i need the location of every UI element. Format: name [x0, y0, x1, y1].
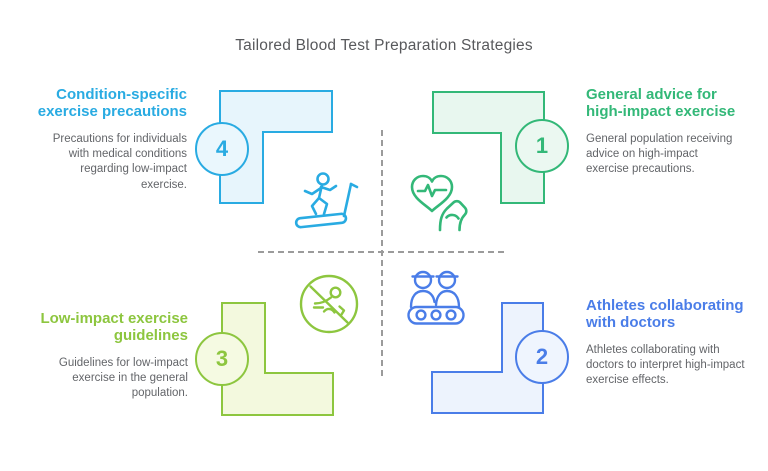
quadrant-top-right-text: General advice for high-impact exercise …: [586, 86, 748, 178]
quadrant-heading: Low-impact exercise guidelines: [40, 310, 188, 345]
quadrant-description: Precautions for individuals with medical…: [52, 132, 187, 191]
l-shape-top-left: [219, 90, 333, 204]
quadrant-bottom-left-text: Low-impact exercise guidelines Guideline…: [24, 310, 188, 402]
quadrant-top-left-text: Condition-specific exercise precautions …: [22, 86, 187, 193]
l-shape-bottom-left: [221, 302, 334, 416]
step-number-badge-1: 1: [515, 119, 569, 173]
step-number-label: 1: [535, 133, 549, 158]
l-shape-top-right: [432, 91, 545, 204]
step-number-badge-3: 3: [195, 332, 249, 386]
divider-vertical-dashed-line: [381, 130, 383, 377]
heart-pulse-bicep-icon: [407, 172, 471, 234]
page-title: Tailored Blood Test Preparation Strategi…: [235, 37, 533, 54]
quadrant-description: Guidelines for low-impact exercise in th…: [58, 356, 188, 400]
step-number-label: 2: [535, 344, 549, 369]
quadrant-heading: Athletes collaborating with doctors: [586, 297, 744, 332]
doctors-collaboration-icon: [403, 265, 469, 331]
quadrant-bottom-right-text: Athletes collaborating with doctors Athl…: [586, 297, 756, 389]
step-number-label: 3: [215, 346, 229, 371]
no-floor-exercise-icon: [297, 272, 361, 336]
quadrant-heading: General advice for high-impact exercise: [586, 86, 736, 121]
treadmill-runner-icon: [292, 171, 360, 233]
step-number-badge-4: 4: [195, 122, 249, 176]
quadrant-heading: Condition-specific exercise precautions: [37, 86, 187, 121]
quadrant-description: General population receiving advice on h…: [586, 132, 733, 176]
step-number-label: 4: [215, 136, 229, 161]
quadrant-description: Athletes collaborating with doctors to i…: [586, 343, 745, 387]
l-shape-bottom-right: [431, 302, 544, 414]
step-number-badge-2: 2: [515, 330, 569, 384]
